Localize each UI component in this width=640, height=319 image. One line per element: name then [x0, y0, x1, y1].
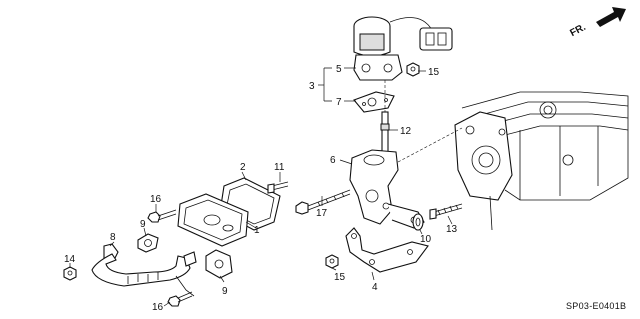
- bolt-part-16-upper: [147, 209, 177, 223]
- callout-10: 10: [420, 234, 432, 245]
- callout-9-upper: 9: [140, 219, 146, 230]
- callout-labels: 1 2 3 4 5 6 7 8 9 9 10 11 12 13 14 15 15…: [64, 64, 458, 313]
- direction-indicator: FR.: [568, 7, 626, 39]
- callout-6: 6: [330, 155, 336, 166]
- callout-1: 1: [254, 225, 260, 236]
- egr-valve-part: [353, 16, 453, 81]
- callout-14: 14: [64, 254, 76, 265]
- bolt-part-17: [295, 189, 351, 215]
- plate-part-1: [177, 193, 249, 247]
- callout-7: 7: [336, 97, 342, 108]
- callout-11: 11: [274, 162, 285, 173]
- callout-4: 4: [372, 282, 378, 293]
- callout-16-lower: 16: [152, 302, 164, 313]
- bolt-part-11: [267, 181, 289, 194]
- nut-part-upper: [406, 62, 420, 77]
- bracket-part-4: [345, 227, 429, 273]
- direction-label: FR.: [568, 22, 588, 39]
- engine-block-illustration: [454, 91, 629, 231]
- callout-15-lower: 15: [334, 272, 346, 283]
- callout-16-upper: 16: [150, 194, 162, 205]
- gasket-part-9-lower: [205, 249, 233, 279]
- part-code-label: SP03-E0401B: [566, 301, 626, 311]
- stud-part-13: [429, 203, 463, 220]
- gasket-part-9-upper: [137, 233, 159, 253]
- pipe-part-12: [372, 80, 390, 159]
- callout-12: 12: [400, 126, 412, 137]
- egr-pipe-part-8: [91, 243, 197, 297]
- nut-part-14: [63, 266, 77, 281]
- bolt-part-16-lower: [167, 291, 193, 307]
- gasket-part-7: [353, 91, 395, 113]
- callout-2: 2: [240, 162, 246, 173]
- callout-8: 8: [110, 232, 116, 243]
- gasket-part-10: [412, 213, 424, 231]
- leader-lines: [69, 67, 453, 307]
- callout-9-lower: 9: [222, 286, 228, 297]
- callout-5: 5: [336, 64, 342, 75]
- nut-part-lower: [325, 254, 339, 269]
- arrow-icon: [596, 7, 626, 27]
- callout-13: 13: [446, 224, 458, 235]
- callout-17: 17: [316, 208, 328, 219]
- callout-3: 3: [309, 81, 315, 92]
- callout-15-upper: 15: [428, 67, 440, 78]
